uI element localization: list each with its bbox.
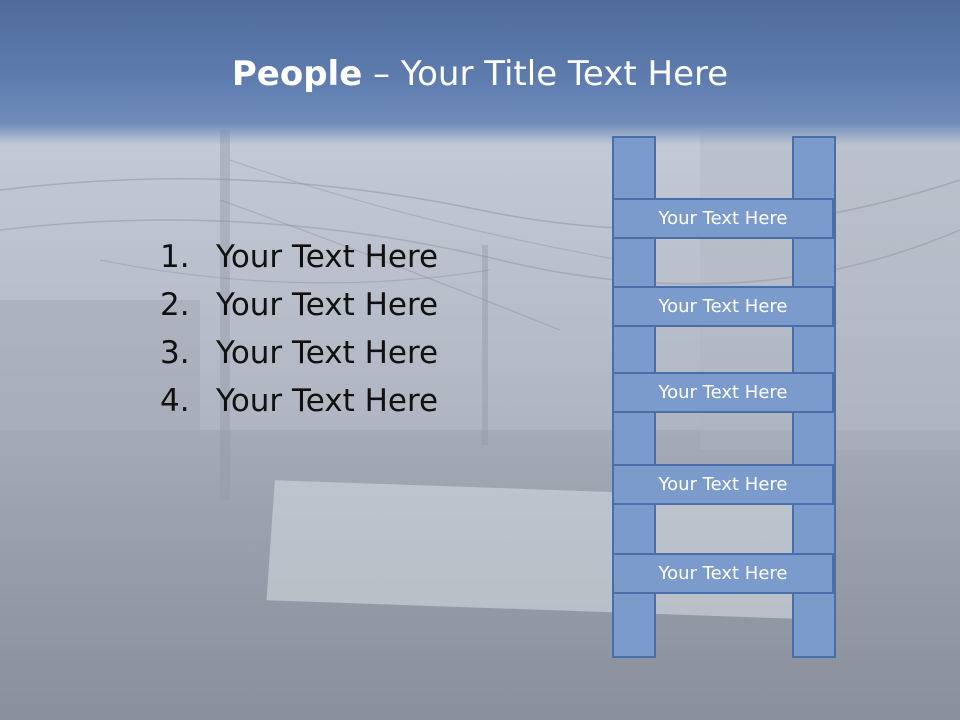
ladder-rung: Your Text Here <box>612 553 834 594</box>
list-number: 1. <box>160 239 190 275</box>
numbered-list: 1. Your Text Here 2. Your Text Here 3. Your… <box>160 233 438 425</box>
ladder-rung: Your Text Here <box>612 372 834 413</box>
list-text: Your Text Here <box>216 287 439 323</box>
background-houses <box>0 300 200 440</box>
background-utility-pole <box>482 245 488 445</box>
list-item: 4. Your Text Here <box>160 377 438 425</box>
list-text: Your Text Here <box>216 239 439 275</box>
background-utility-pole <box>220 130 230 500</box>
list-text: Your Text Here <box>216 383 439 419</box>
ladder-rung: Your Text Here <box>612 198 834 239</box>
list-number: 3. <box>160 335 190 371</box>
list-number: 2. <box>160 287 190 323</box>
list-text: Your Text Here <box>216 335 439 371</box>
list-number: 4. <box>160 383 190 419</box>
ladder-rung: Your Text Here <box>612 286 834 327</box>
slide-title: People – Your Title Text Here <box>0 54 960 94</box>
list-item: 1. Your Text Here <box>160 233 438 281</box>
title-bold: People <box>231 54 363 94</box>
title-rest: – Your Title Text Here <box>362 54 729 94</box>
list-item: 2. Your Text Here <box>160 281 438 329</box>
ladder-rung: Your Text Here <box>612 464 834 505</box>
list-item: 3. Your Text Here <box>160 329 438 377</box>
title-bar <box>0 0 960 145</box>
